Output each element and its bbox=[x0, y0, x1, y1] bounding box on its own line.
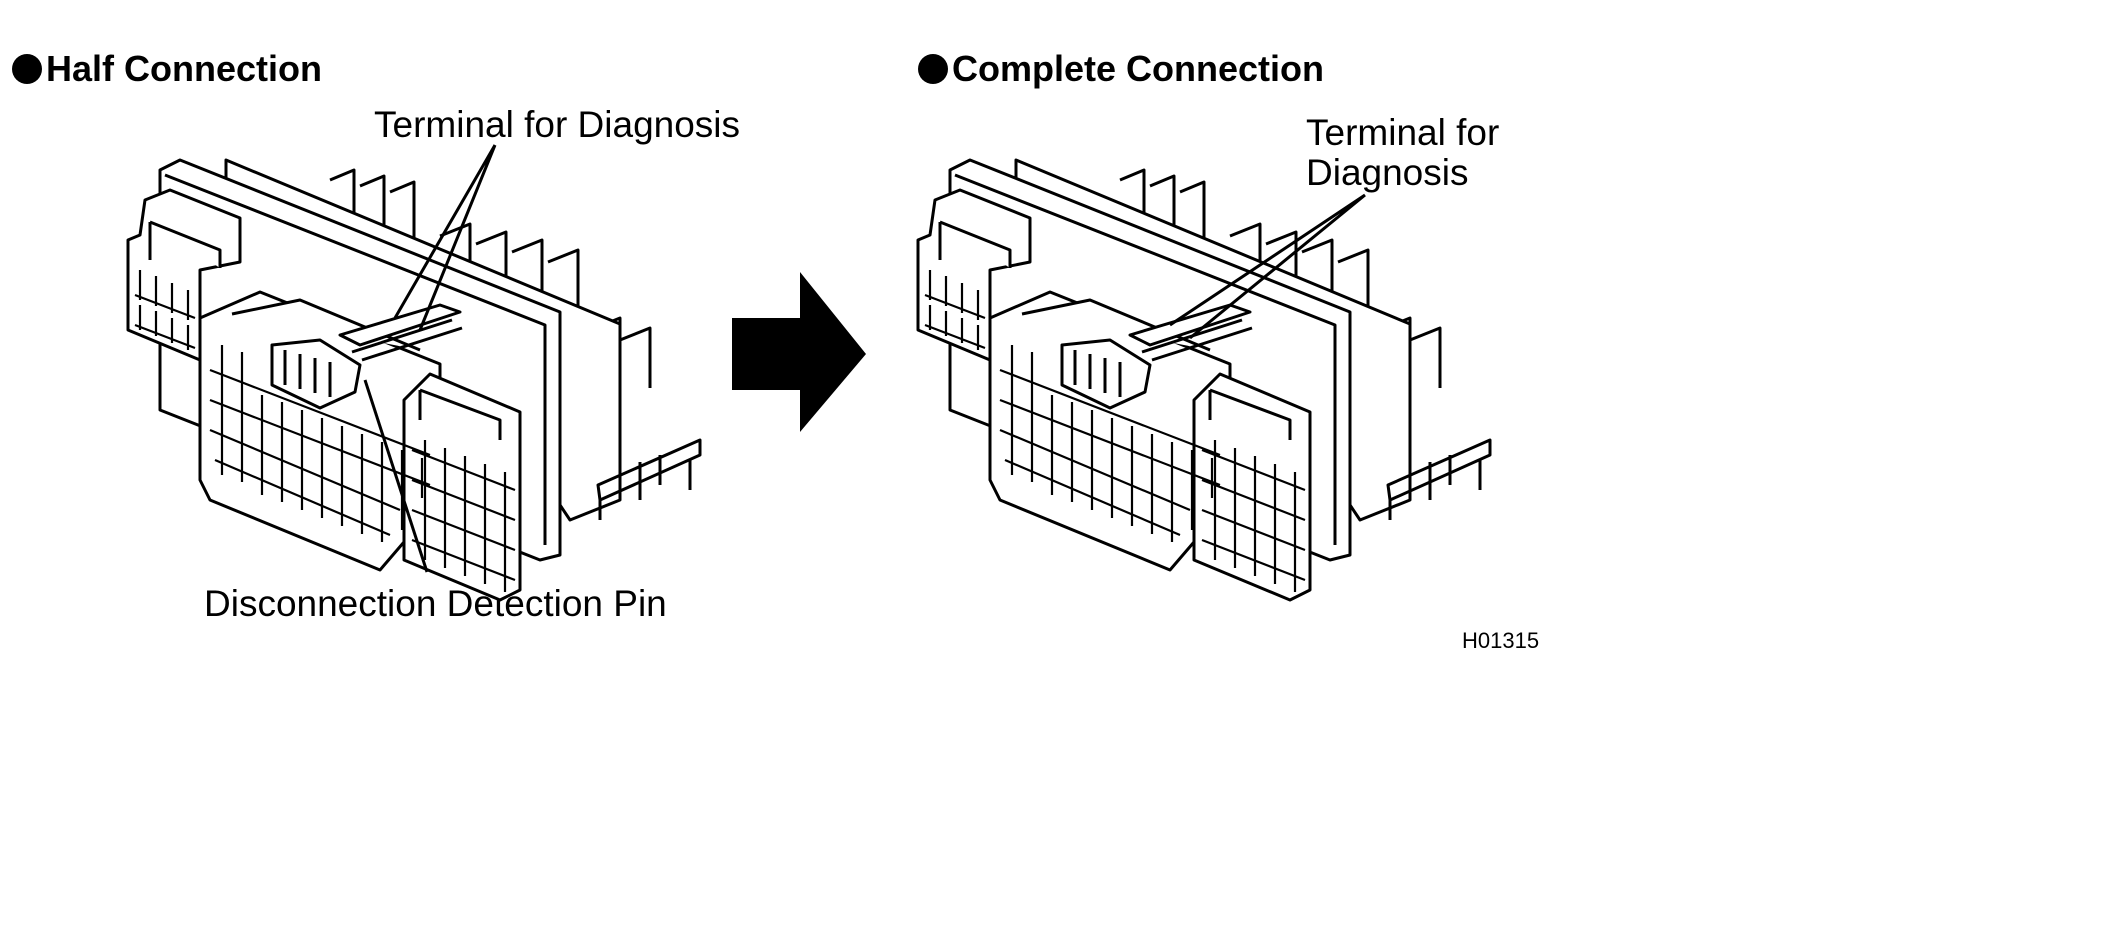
terminal-for-diagnosis-label-right-line1: Terminal for bbox=[1306, 112, 1500, 153]
figure-code: H01315 bbox=[1462, 628, 1540, 653]
disconnection-detection-pin-label: Disconnection Detection Pin bbox=[204, 583, 667, 624]
bullet-icon bbox=[918, 54, 948, 84]
complete-connection-title: Complete Connection bbox=[918, 48, 1324, 90]
half-connection-title: Half Connection bbox=[12, 48, 322, 90]
terminal-for-diagnosis-label-right-line2: Diagnosis bbox=[1306, 152, 1469, 193]
complete-connection-connector bbox=[916, 158, 1492, 602]
bullet-icon bbox=[12, 54, 42, 84]
terminal-for-diagnosis-label-left: Terminal for Diagnosis bbox=[374, 104, 741, 145]
right-arrow-icon bbox=[732, 272, 866, 432]
half-connection-connector bbox=[126, 144, 702, 602]
